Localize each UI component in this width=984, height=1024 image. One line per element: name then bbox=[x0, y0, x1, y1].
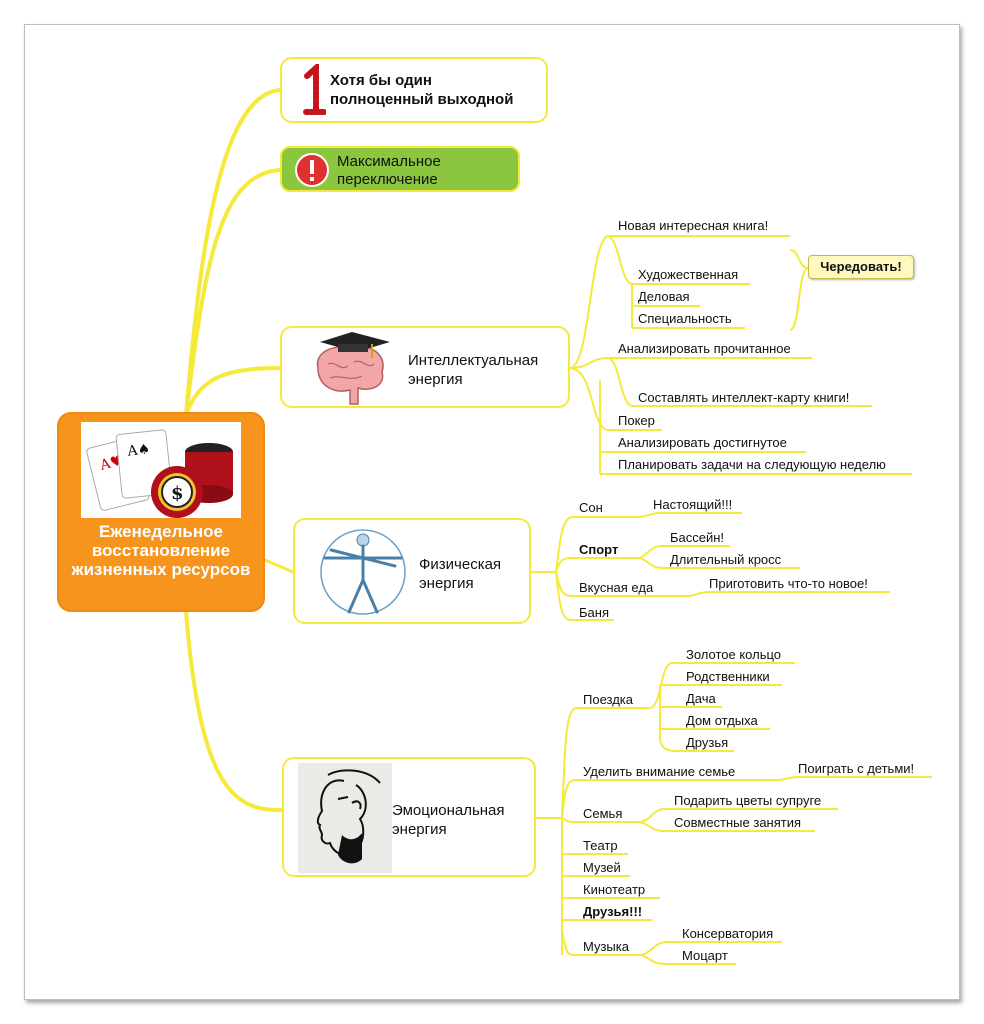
physical-bath[interactable]: Баня bbox=[579, 605, 609, 620]
svg-text:A♠: A♠ bbox=[126, 441, 151, 459]
topic-physical[interactable]: Физическая энергия bbox=[293, 518, 531, 624]
emotional-mozart[interactable]: Моцарт bbox=[682, 948, 728, 963]
emotional-music[interactable]: Музыка bbox=[583, 939, 629, 954]
intellect-special[interactable]: Специальность bbox=[638, 311, 732, 326]
emotional-relatives[interactable]: Родственники bbox=[686, 669, 770, 684]
physical-cross[interactable]: Длительный кросс bbox=[670, 552, 782, 567]
emotional-flowers[interactable]: Подарить цветы супруге bbox=[674, 793, 822, 808]
emotional-resort[interactable]: Дом отдыха bbox=[686, 713, 758, 728]
emotional-cinema[interactable]: Кинотеатр bbox=[583, 882, 646, 897]
emotional-golden[interactable]: Золотое кольцо bbox=[686, 647, 782, 662]
topic-weekend-line1: Хотя бы один bbox=[330, 72, 432, 89]
physical-food[interactable]: Вкусная еда bbox=[579, 580, 654, 595]
topic-weekend[interactable]: Хотя бы один полноценный выходной bbox=[280, 57, 548, 123]
topic-physical-line1: Физическая bbox=[419, 556, 502, 573]
topic-intellect-line1: Интеллектуальная bbox=[408, 352, 539, 369]
central-topic[interactable]: A♥ A♠ $ Еженедельное восстановление жизн… bbox=[57, 412, 265, 612]
physical-cook[interactable]: Приготовить что-то новое! bbox=[709, 576, 868, 591]
svg-text:$: $ bbox=[171, 483, 184, 504]
intellect-plan[interactable]: Планировать задачи на следующую неделю bbox=[618, 457, 886, 472]
intellect-analyze-read[interactable]: Анализировать прочитанное bbox=[618, 341, 791, 356]
number-one-icon bbox=[303, 64, 326, 115]
emotional-conservatory[interactable]: Консерватория bbox=[682, 926, 774, 941]
vitruvian-man-icon bbox=[320, 529, 406, 615]
callout-alternate[interactable]: Чередовать! bbox=[808, 255, 914, 279]
central-topic-title: Еженедельное восстановление жизненных ре… bbox=[71, 522, 251, 579]
topic-intellect[interactable]: Интеллектуальная энергия bbox=[280, 326, 570, 408]
intellect-book[interactable]: Новая интересная книга! bbox=[618, 218, 769, 233]
warning-icon bbox=[295, 153, 329, 187]
emotional-trip[interactable]: Поездка bbox=[583, 692, 633, 707]
intellect-analyze-done[interactable]: Анализировать достигнутое bbox=[618, 435, 787, 450]
topic-intellect-line2: энергия bbox=[408, 371, 463, 388]
emotional-joint[interactable]: Совместные занятия bbox=[674, 815, 802, 830]
topic-physical-line2: энергия bbox=[419, 575, 474, 592]
topic-switch-line2: переключение bbox=[337, 171, 438, 188]
sub-branches bbox=[530, 235, 932, 965]
emotional-family[interactable]: Семья bbox=[583, 806, 623, 821]
physical-pool[interactable]: Бассейн! bbox=[670, 530, 725, 545]
emotional-play-kids[interactable]: Поиграть с детьми! bbox=[798, 761, 915, 776]
intellect-business[interactable]: Деловая bbox=[638, 289, 690, 304]
emotional-theatre[interactable]: Театр bbox=[583, 838, 618, 853]
emotional-friends[interactable]: Друзья!!! bbox=[583, 904, 643, 919]
emotional-friends-trip[interactable]: Друзья bbox=[686, 735, 729, 750]
emotional-family-attention[interactable]: Уделить внимание семье bbox=[583, 764, 736, 779]
emotional-dacha[interactable]: Дача bbox=[686, 691, 716, 706]
topic-switch-line1: Максимальное bbox=[337, 153, 441, 170]
topic-emotional-line2: энергия bbox=[392, 821, 447, 838]
face-sketch-icon bbox=[298, 763, 392, 873]
intellect-mindmap[interactable]: Составлять интеллект-карту книги! bbox=[638, 390, 850, 405]
topic-weekend-line2: полноценный выходной bbox=[330, 91, 514, 108]
physical-sport[interactable]: Спорт bbox=[579, 542, 619, 557]
poker-chips-icon: A♥ A♠ $ bbox=[81, 422, 241, 518]
topic-switch[interactable]: Максимальное переключение bbox=[280, 146, 520, 192]
emotional-museum[interactable]: Музей bbox=[583, 860, 621, 875]
main-branches bbox=[184, 88, 295, 813]
intellect-poker[interactable]: Покер bbox=[618, 413, 655, 428]
intellect-fiction[interactable]: Художественная bbox=[638, 267, 739, 282]
physical-sleep[interactable]: Сон bbox=[579, 500, 603, 515]
brain-graduation-cap-icon bbox=[316, 332, 390, 405]
topic-emotional[interactable]: Эмоциональная энергия bbox=[282, 757, 536, 877]
physical-real[interactable]: Настоящий!!! bbox=[653, 497, 733, 512]
topic-emotional-line1: Эмоциональная bbox=[392, 802, 505, 819]
